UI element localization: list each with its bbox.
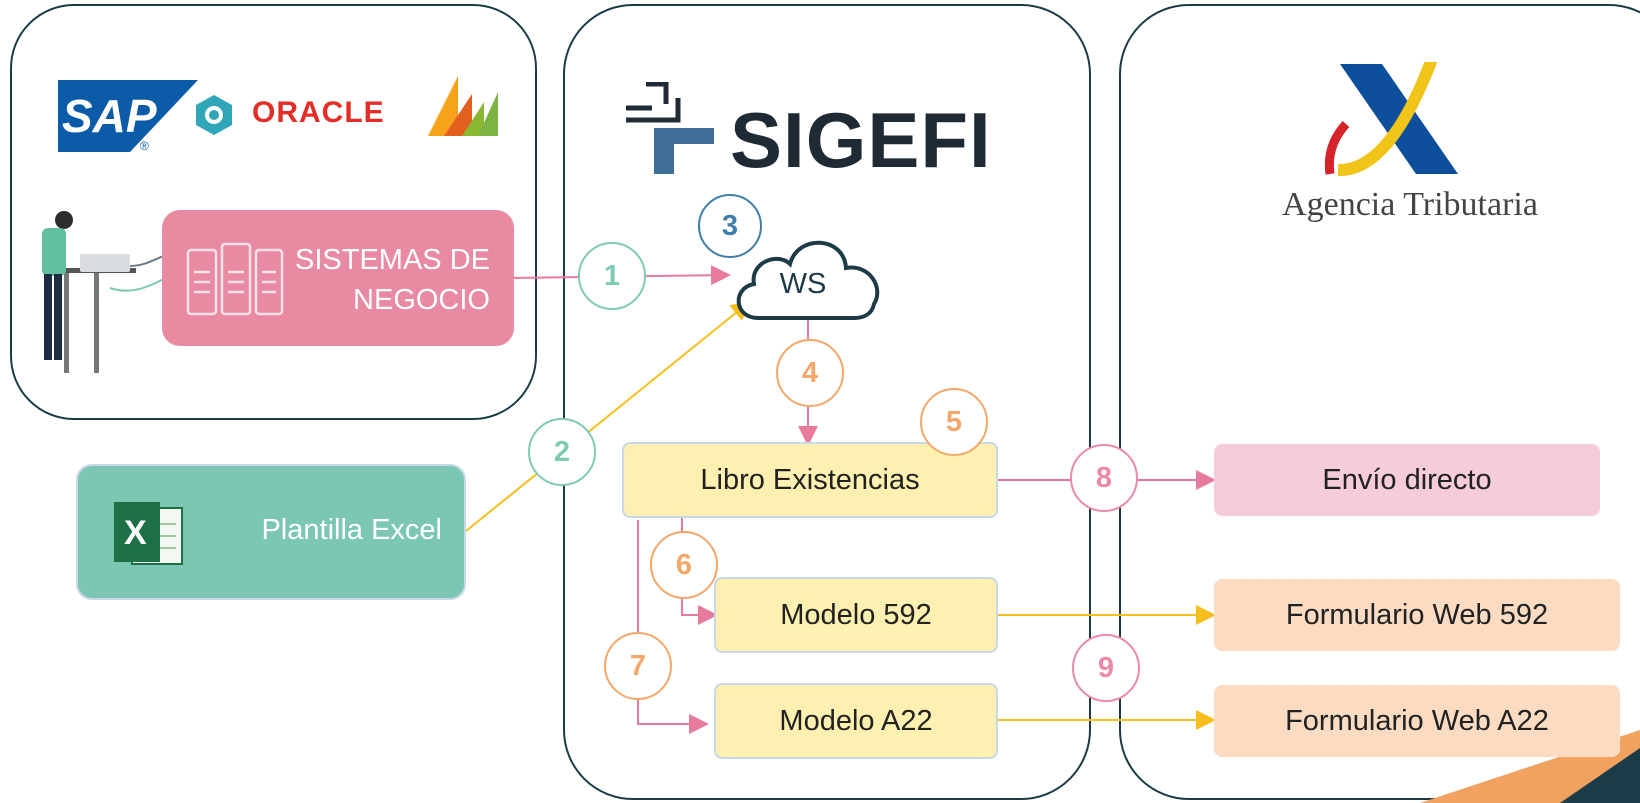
step-1-badge: 1	[578, 242, 646, 310]
sap-logo: SAP ®	[58, 80, 198, 152]
svg-text:SAP: SAP	[62, 90, 157, 142]
sigefi-mark-icon	[626, 82, 714, 174]
aeat-logo-icon	[1324, 62, 1458, 177]
excel-icon: X	[114, 502, 183, 565]
svg-text:X: X	[124, 514, 147, 552]
step-5-badge: 5	[920, 388, 988, 456]
person-illustration	[42, 211, 180, 373]
sistemas-negocio-box	[162, 210, 514, 346]
step-6-badge: 6	[650, 531, 718, 599]
server-icon	[186, 242, 284, 316]
ws-cloud-icon	[736, 240, 880, 320]
step-8-badge: 8	[1070, 444, 1138, 512]
ws-label: WS	[779, 268, 827, 300]
formulario-web-592-box: Formulario Web 592	[1214, 579, 1620, 651]
dynamics-icon	[196, 95, 232, 135]
agencia-tributaria-panel	[1119, 4, 1640, 800]
aeat-logo-text: Agencia Tributaria	[1282, 186, 1538, 223]
plantilla-excel-label: Plantilla Excel	[261, 514, 442, 546]
step-4-badge: 4	[776, 339, 844, 407]
oracle-logo: ORACLE	[252, 96, 385, 129]
formulario-web-a22-box: Formulario Web A22	[1214, 685, 1620, 757]
svg-text:®: ®	[140, 139, 149, 152]
libro-existencias-box: Libro Existencias	[622, 442, 998, 518]
sigefi-logo-text: SIGEFI	[730, 96, 992, 184]
envio-directo-box: Envío directo	[1214, 444, 1600, 516]
sistemas-negocio-label: SISTEMAS DE NEGOCIO	[270, 240, 490, 320]
microsoft-dynamics-logo	[428, 76, 498, 136]
step-3-badge: 3	[698, 194, 762, 258]
step-2-badge: 2	[528, 418, 596, 486]
sistemas-label-line2: NEGOCIO	[353, 284, 490, 316]
step-9-badge: 9	[1072, 634, 1140, 702]
modelo-592-box: Modelo 592	[714, 577, 998, 653]
step-7-badge: 7	[604, 632, 672, 700]
modelo-a22-box: Modelo A22	[714, 683, 998, 759]
sistemas-label-line1: SISTEMAS DE	[295, 244, 490, 276]
